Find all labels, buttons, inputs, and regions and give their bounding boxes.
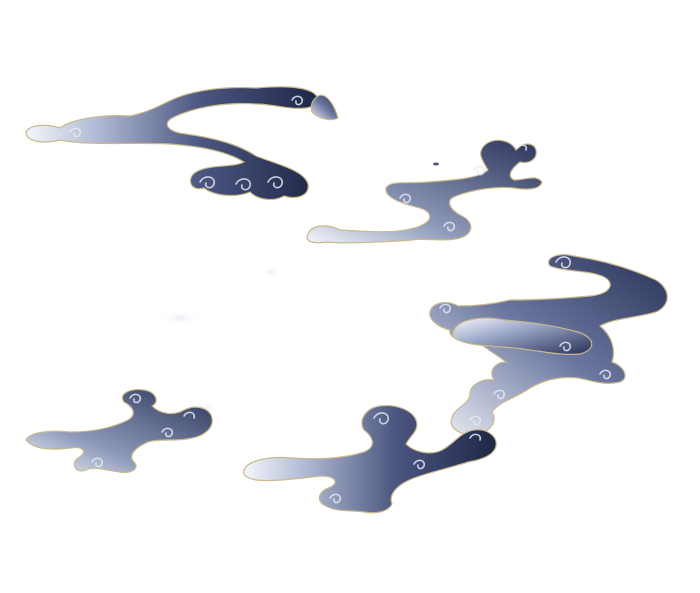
mist-patch (258, 267, 282, 277)
cloud-right-large (429, 254, 668, 435)
cloud-top-left (25, 86, 339, 201)
mist-patch (158, 310, 202, 326)
cloud-top-right (306, 139, 543, 244)
ink-fleck (433, 162, 439, 166)
cloud-bottom-left (25, 389, 213, 473)
cloud-bottom-center (243, 405, 497, 514)
